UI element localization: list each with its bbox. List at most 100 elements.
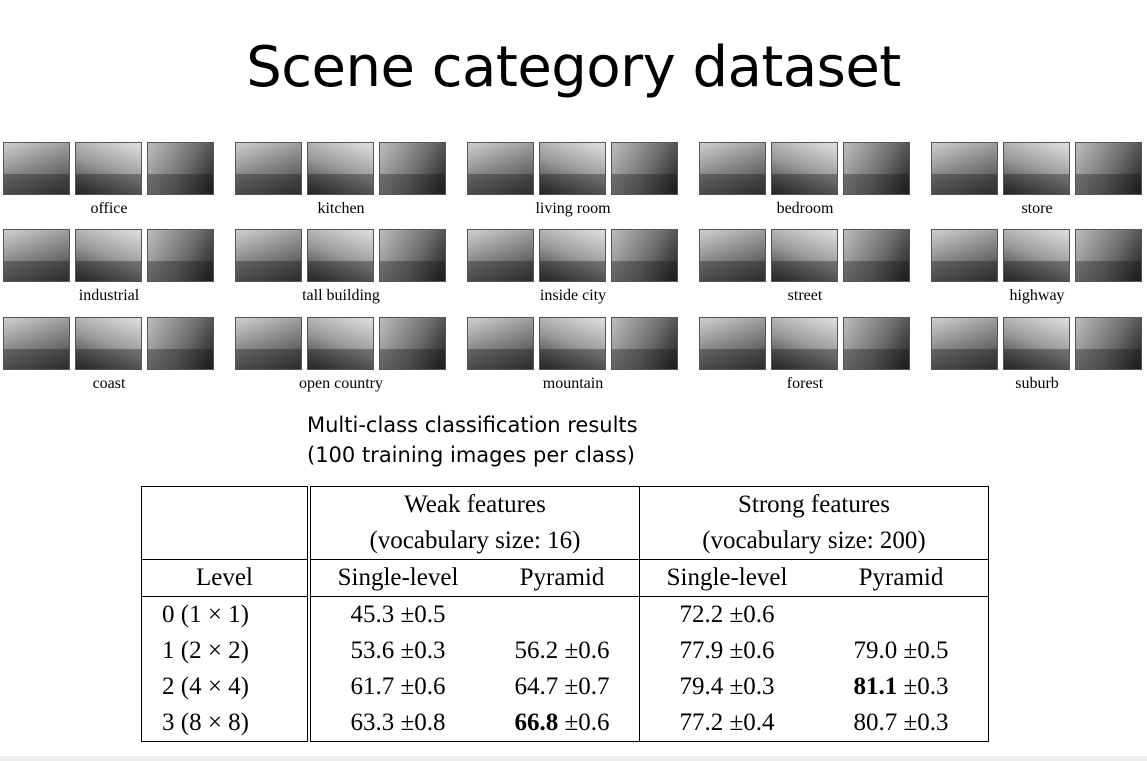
- category-forest: forest: [699, 317, 911, 393]
- category-label: street: [787, 287, 823, 304]
- scene-thumbnail: [611, 317, 678, 370]
- scene-thumbnail: [235, 229, 302, 282]
- scene-thumbnail: [75, 142, 142, 195]
- bottom-bar: [0, 756, 1147, 761]
- category-label: store: [1021, 200, 1053, 217]
- scene-thumbnail: [931, 229, 998, 282]
- scene-thumbnail: [75, 317, 142, 370]
- category-label: kitchen: [317, 200, 365, 217]
- strong-features-title: Strong features: [737, 491, 891, 518]
- scene-thumbnail: [307, 317, 374, 370]
- single-level-weak-cell: 53.6 ±0.3: [307, 633, 485, 669]
- category-label: forest: [786, 375, 824, 392]
- category-label: living room: [535, 200, 611, 217]
- pyramid-weak-mean: 64.7: [514, 673, 559, 700]
- scene-thumbnail: [699, 317, 766, 370]
- scene-thumbnail: [1075, 142, 1142, 195]
- scene-thumbnail: [379, 142, 446, 195]
- category-label: tall building: [302, 287, 380, 304]
- pyramid-strong-header: Pyramid: [814, 559, 989, 597]
- scene-thumbnail: [3, 229, 70, 282]
- category-industrial: industrial: [3, 229, 215, 305]
- pyramid-weak-cell: 56.2 ±0.6: [485, 633, 640, 669]
- scene-thumbnail: [539, 142, 606, 195]
- single-level-strong-cell: 79.4 ±0.3: [639, 669, 814, 705]
- scene-thumbnail: [843, 317, 910, 370]
- results-caption-line2: (100 training images per class): [307, 443, 635, 467]
- category-label: mountain: [542, 375, 604, 392]
- scene-thumbnail: [1003, 317, 1070, 370]
- single-level-weak-cell: 45.3 ±0.5: [307, 596, 485, 633]
- pyramid-strong-cell: 80.7 ±0.3: [814, 705, 989, 742]
- level-column-header: Level: [141, 559, 309, 597]
- pyramid-strong-cell: [814, 597, 989, 634]
- pyramid-weak-std: ±0.6: [558, 637, 610, 664]
- scene-thumbnail: [1075, 317, 1142, 370]
- table-header-row: Weak features Strong features: [142, 486, 989, 524]
- category-coast: coast: [3, 317, 215, 393]
- table-header-row: (vocabulary size: 16) (vocabulary size: …: [141, 523, 989, 560]
- category-label: coast: [92, 375, 126, 392]
- scene-thumbnail: [307, 142, 374, 195]
- pyramid-weak-cell: [485, 597, 640, 634]
- scene-thumbnail: [539, 229, 606, 282]
- scene-category-grid: office kitchen living room bedroom store…: [3, 142, 1144, 400]
- empty-header-cell: [142, 487, 310, 524]
- scene-thumbnail: [1075, 229, 1142, 282]
- category-kitchen: kitchen: [235, 142, 447, 218]
- strong-vocabulary-size: (vocabulary size: 200): [639, 523, 989, 560]
- scene-thumbnail: [539, 317, 606, 370]
- pyramid-weak-mean: 56.2: [514, 637, 559, 664]
- table-row: 3 (8 × 8) 63.3 ±0.8 66.8 ±0.6 77.2 ±0.4 …: [142, 705, 989, 742]
- scene-thumbnail: [771, 229, 838, 282]
- scene-thumbnail: [379, 229, 446, 282]
- table-row: 0 (1 × 1) 45.3 ±0.5 72.2 ±0.6: [142, 596, 989, 634]
- results-table: Weak features Strong features (vocabular…: [141, 486, 989, 742]
- scene-thumbnail: [931, 317, 998, 370]
- category-store: store: [931, 142, 1143, 218]
- pyramid-weak-header: Pyramid: [485, 559, 640, 597]
- table-row: 1 (2 × 2) 53.6 ±0.3 56.2 ±0.6 77.9 ±0.6 …: [142, 633, 989, 669]
- pyramid-weak-mean-best: 66.8: [514, 709, 559, 736]
- category-label: bedroom: [776, 200, 834, 217]
- scene-thumbnail: [699, 142, 766, 195]
- scene-thumbnail: [931, 142, 998, 195]
- category-label: industrial: [78, 287, 140, 304]
- category-label: open country: [299, 375, 383, 392]
- table-row: 2 (4 × 4) 61.7 ±0.6 64.7 ±0.7 79.4 ±0.3 …: [142, 669, 989, 705]
- pyramid-strong-mean: 79.0: [853, 637, 898, 664]
- scene-thumbnail: [1003, 229, 1070, 282]
- scene-thumbnail: [467, 142, 534, 195]
- pyramid-strong-mean-best: 81.1: [853, 673, 898, 700]
- level-cell: 2 (4 × 4): [162, 673, 249, 700]
- category-inside-city: inside city: [467, 229, 679, 305]
- level-cell: 3 (8 × 8): [162, 709, 249, 736]
- category-living-room: living room: [467, 142, 679, 218]
- pyramid-strong-cell: 79.0 ±0.5: [814, 633, 989, 669]
- scene-thumbnail: [1003, 142, 1070, 195]
- category-street: street: [699, 229, 911, 305]
- scene-thumbnail: [379, 317, 446, 370]
- scene-thumbnail: [611, 229, 678, 282]
- weak-features-title: Weak features: [404, 491, 546, 518]
- slide-title: Scene category dataset: [246, 35, 901, 100]
- scene-thumbnail: [147, 142, 214, 195]
- weak-features-header: Weak features: [307, 486, 640, 523]
- scene-thumbnail: [3, 142, 70, 195]
- pyramid-strong-std: ±0.3: [897, 709, 949, 736]
- pyramid-weak-cell: 64.7 ±0.7: [485, 669, 640, 705]
- scene-thumbnail: [75, 229, 142, 282]
- single-level-strong-header: Single-level: [639, 559, 814, 597]
- pyramid-weak-std: ±0.7: [558, 673, 610, 700]
- scene-thumbnail: [147, 317, 214, 370]
- single-level-strong-cell: 77.2 ±0.4: [639, 705, 814, 742]
- category-mountain: mountain: [467, 317, 679, 393]
- scene-thumbnail: [147, 229, 214, 282]
- scene-thumbnail: [3, 317, 70, 370]
- single-level-strong-cell: 77.9 ±0.6: [639, 633, 814, 669]
- scene-thumbnail: [235, 142, 302, 195]
- scene-thumbnail: [771, 142, 838, 195]
- category-tall-building: tall building: [235, 229, 447, 305]
- weak-vocabulary-size: (vocabulary size: 16): [307, 523, 640, 560]
- category-label: highway: [1009, 287, 1065, 304]
